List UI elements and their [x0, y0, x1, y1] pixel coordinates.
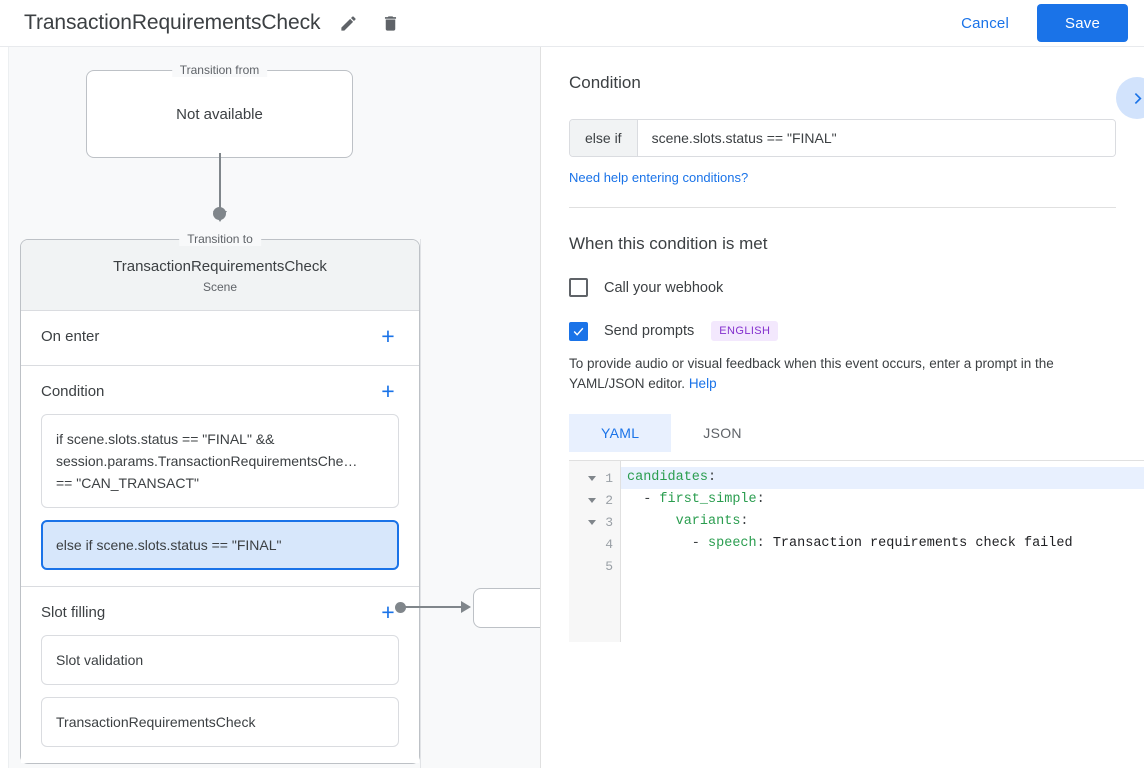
transition-from-value: Not available	[176, 105, 263, 123]
add-icon[interactable]: +	[381, 598, 395, 625]
scene-section-on-enter: On enter +	[21, 311, 419, 366]
code-line	[621, 555, 1144, 577]
code-line: variants:	[675, 514, 749, 529]
connector-arrow-icon	[213, 211, 227, 222]
transition-to-card: Transition to TransactionRequirementsChe…	[20, 232, 420, 764]
card-line: else if scene.slots.status == "FINAL"	[56, 537, 282, 553]
scene-type: Scene	[202, 280, 238, 294]
app-header: TransactionRequirementsCheck Cancel Save	[0, 0, 1144, 47]
transition-from-card[interactable]: Transition from Not available	[86, 63, 353, 158]
line-number: 5	[605, 558, 613, 574]
branch-arrow-icon	[461, 601, 471, 613]
tab-yaml[interactable]: YAML	[569, 414, 672, 452]
condition-input-row[interactable]: else if	[569, 119, 1116, 157]
editor-gutter: 1 2 3 4 5	[569, 461, 621, 642]
card-line: == "CAN_TRANSACT"	[56, 475, 199, 491]
prompts-help-link[interactable]: Help	[688, 376, 717, 391]
fold-caret-icon[interactable]	[585, 519, 599, 525]
prompts-description-text: To provide audio or visual feedback when…	[569, 356, 1054, 391]
tab-json[interactable]: JSON	[703, 425, 742, 441]
cancel-button[interactable]: Cancel	[947, 7, 1023, 40]
scene-sections: On enter + Condition + if scene.slots.status…	[21, 311, 419, 763]
trash-icon[interactable]	[376, 9, 404, 37]
line-number: 1	[605, 470, 613, 486]
flow-canvas[interactable]: Transition from Not available Transition…	[0, 47, 540, 768]
card-line: TransactionRequirementsCheck	[56, 714, 256, 730]
condition-section: Condition else if Need help entering con…	[541, 47, 1144, 208]
section-header: Slot filling +	[41, 598, 399, 625]
pencil-icon[interactable]	[334, 9, 362, 37]
send-prompts-checkbox[interactable]	[569, 321, 588, 341]
canvas-guide-line	[420, 239, 421, 768]
scene-name: TransactionRequirementsCheck	[113, 258, 327, 275]
send-prompts-row[interactable]: Send prompts ENGLISH	[569, 321, 1116, 341]
condition-help-link[interactable]: Need help entering conditions?	[569, 170, 749, 185]
code-line: candidates:	[621, 467, 1144, 489]
card-line: Slot validation	[56, 652, 144, 668]
when-met-heading: When this condition is met	[569, 234, 768, 253]
editor-code-area[interactable]: candidates: - first_simple: variants: - …	[621, 461, 1144, 642]
condition-card[interactable]: Slot validation	[41, 635, 399, 685]
fold-caret-icon[interactable]	[585, 497, 599, 503]
section-title: On enter	[41, 327, 100, 345]
webhook-checkbox[interactable]	[569, 278, 588, 297]
canvas-left-edge	[0, 47, 9, 768]
branch-connector-line	[404, 606, 465, 608]
branch-connector-dot	[395, 602, 406, 613]
condition-expression-input[interactable]	[637, 120, 1115, 156]
condition-card-selected[interactable]: else if scene.slots.status == "FINAL"	[41, 520, 399, 570]
card-line: if scene.slots.status == "FINAL" &&	[56, 431, 275, 447]
add-icon[interactable]: +	[381, 322, 395, 349]
condition-card[interactable]: if scene.slots.status == "FINAL" && sessi…	[41, 414, 399, 508]
transition-from-legend: Transition from	[171, 63, 268, 77]
scene-section-condition: Condition + if scene.slots.status == "FINA…	[21, 366, 419, 587]
connector-line	[219, 153, 221, 215]
condition-heading: Condition	[569, 73, 641, 92]
code-line: - first_simple:	[627, 492, 765, 507]
gutter-row: 5	[569, 555, 620, 577]
detail-panel: Condition else if Need help entering con…	[540, 47, 1144, 768]
section-header: On enter +	[41, 322, 399, 349]
chevron-right-icon[interactable]	[1116, 77, 1144, 119]
language-badge: ENGLISH	[711, 321, 779, 341]
webhook-row[interactable]: Call your webhook	[569, 278, 1116, 297]
header-actions: Cancel Save	[947, 4, 1128, 42]
section-header: Condition +	[41, 377, 399, 404]
gutter-row: 2	[569, 489, 620, 511]
gutter-row: 4	[569, 533, 620, 555]
save-button[interactable]: Save	[1037, 4, 1128, 42]
code-line: - speech: Transaction requirements check…	[627, 536, 1073, 551]
section-divider	[569, 207, 1116, 208]
section-title: Slot filling	[41, 603, 106, 621]
line-number: 3	[605, 514, 613, 530]
when-condition-met-section: When this condition is met Call your web…	[541, 208, 1144, 452]
gutter-row: 1	[569, 467, 620, 489]
condition-card[interactable]: TransactionRequirementsCheck	[41, 697, 399, 747]
webhook-label: Call your webhook	[604, 279, 724, 296]
add-icon[interactable]: +	[381, 377, 395, 404]
target-node-card[interactable]	[473, 588, 540, 628]
prompts-description: To provide audio or visual feedback when…	[569, 354, 1116, 394]
gutter-row: 3	[569, 511, 620, 533]
fold-caret-icon[interactable]	[585, 475, 599, 481]
section-title: Condition	[41, 382, 105, 400]
page-title: TransactionRequirementsCheck	[24, 11, 321, 34]
editor-format-tabs: YAML JSON	[569, 414, 1116, 452]
line-number: 2	[605, 492, 613, 508]
condition-prefix-label: else if	[570, 120, 638, 156]
transition-to-legend: Transition to	[179, 232, 261, 246]
transition-to-header[interactable]: TransactionRequirementsCheck Scene	[21, 240, 419, 311]
code-editor[interactable]: 1 2 3 4 5 candidates: - first_simple: varian…	[569, 460, 1144, 642]
card-line: session.params.TransactionRequirementsCh…	[56, 453, 358, 469]
line-number: 4	[605, 536, 613, 552]
send-prompts-label: Send prompts	[604, 323, 695, 339]
